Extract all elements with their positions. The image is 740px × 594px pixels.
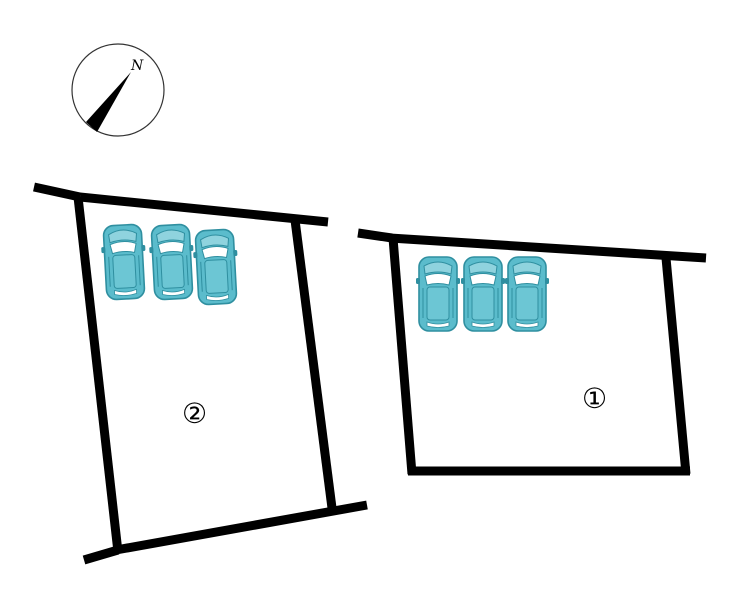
lot-1-parking (415, 256, 550, 332)
car-icon (191, 228, 241, 306)
lot-1-boundary (357, 228, 707, 476)
compass-north-label: N (130, 58, 144, 74)
lot-2-label: ② (182, 397, 207, 430)
lot-2-boundary (33, 182, 368, 565)
car-icon (460, 256, 506, 332)
car-icon (415, 256, 461, 332)
car-icon (504, 256, 550, 332)
car-icon (147, 223, 197, 301)
compass: N (71, 43, 165, 137)
north-arrow-icon (86, 72, 131, 132)
lot-2-parking (99, 223, 241, 306)
lot-1-label: ① (582, 382, 607, 415)
car-icon (99, 223, 149, 301)
